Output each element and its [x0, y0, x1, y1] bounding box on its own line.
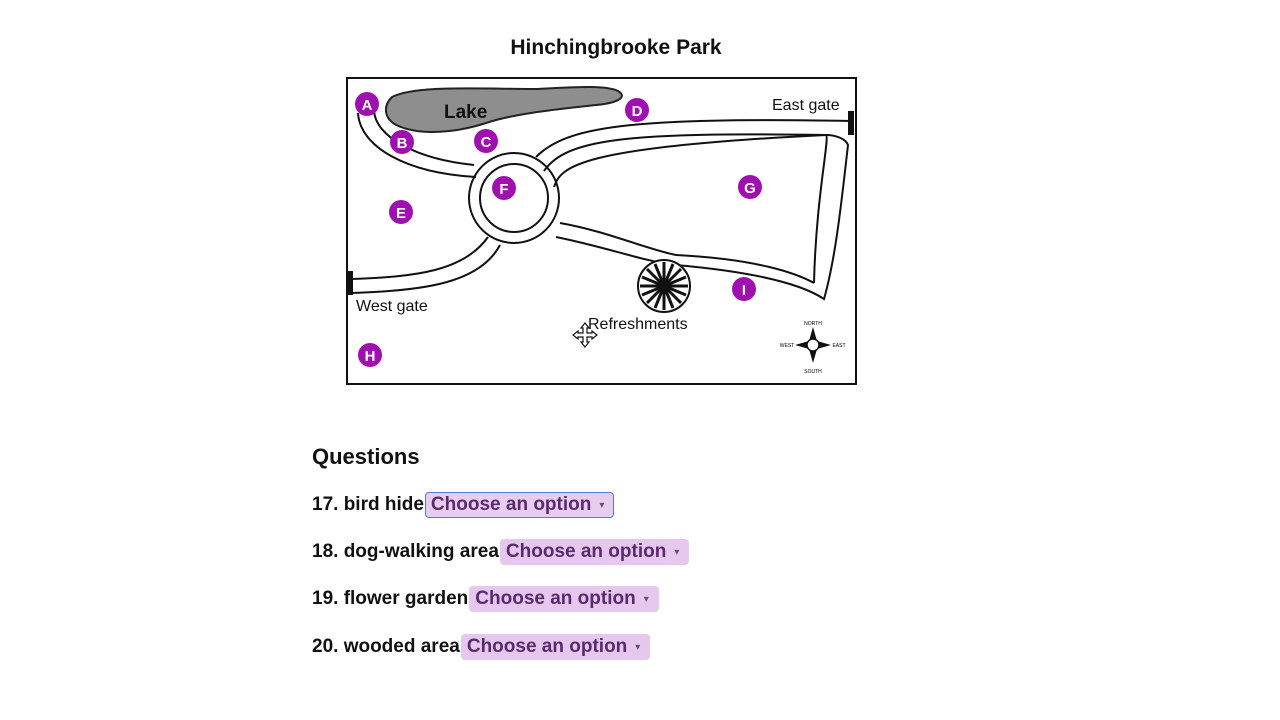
- chevron-down-icon: ▾: [599, 499, 605, 511]
- answer-select-17[interactable]: Choose an option ▾: [424, 492, 615, 518]
- west-gate-label: West gate: [356, 298, 428, 315]
- compass-south: SOUTH: [804, 369, 822, 375]
- west-gate-marker: [347, 271, 353, 295]
- question-20: 20. wooded area Choose an option ▾: [312, 634, 651, 660]
- marker-d: D: [625, 98, 649, 122]
- answer-select-20[interactable]: Choose an option ▾: [460, 634, 651, 660]
- svg-text:I: I: [742, 282, 746, 299]
- marker-h: H: [358, 343, 382, 367]
- lake-shape: [384, 86, 623, 133]
- compass-west: WEST: [780, 343, 794, 349]
- marker-a: A: [355, 92, 379, 116]
- svg-text:G: G: [744, 180, 756, 197]
- select-value: Choose an option: [475, 588, 636, 609]
- chevron-down-icon: ▾: [643, 593, 649, 605]
- question-19: 19. flower garden Choose an option ▾: [312, 586, 659, 612]
- move-cursor-icon: [572, 322, 598, 348]
- svg-text:H: H: [365, 348, 376, 365]
- svg-text:D: D: [632, 103, 643, 120]
- select-value: Choose an option: [466, 636, 628, 657]
- question-17: 17. bird hide Choose an option ▾: [312, 492, 615, 518]
- select-value: Choose an option: [505, 541, 667, 562]
- compass-east: EAST: [832, 343, 845, 349]
- east-gate-marker: [848, 111, 854, 135]
- marker-g: G: [738, 175, 762, 199]
- select-value: Choose an option: [430, 494, 592, 515]
- svg-text:E: E: [396, 205, 406, 222]
- question-label: 17. bird hide: [312, 494, 424, 515]
- chevron-down-icon: ▾: [674, 546, 680, 558]
- svg-text:F: F: [499, 181, 508, 198]
- question-label: 19. flower garden: [312, 588, 469, 609]
- map-markers: A B C D E F G H I: [355, 92, 762, 367]
- question-label: 18. dog-walking area: [312, 541, 499, 562]
- park-map-drawing: NORTH SOUTH EAST WEST Lake East gate Wes…: [346, 77, 857, 385]
- lake-label: Lake: [444, 102, 487, 123]
- east-gate-label: East gate: [772, 97, 840, 114]
- refreshments-icon: [637, 259, 691, 313]
- chevron-down-icon: ▾: [635, 641, 641, 653]
- compass-icon: NORTH SOUTH EAST WEST: [780, 321, 846, 375]
- compass-north: NORTH: [804, 321, 822, 327]
- marker-f: F: [492, 176, 516, 200]
- svg-text:B: B: [397, 135, 408, 152]
- question-label: 20. wooded area: [312, 636, 460, 657]
- question-18: 18. dog-walking area Choose an option ▾: [312, 539, 690, 565]
- marker-b: B: [390, 130, 414, 154]
- marker-e: E: [389, 200, 413, 224]
- svg-text:C: C: [481, 134, 492, 151]
- answer-select-19[interactable]: Choose an option ▾: [469, 586, 659, 612]
- park-paths: [349, 110, 852, 301]
- refreshments-label: Refreshments: [588, 316, 688, 333]
- marker-i: I: [732, 277, 756, 301]
- marker-c: C: [474, 129, 498, 153]
- svg-text:A: A: [362, 97, 373, 114]
- questions-heading: Questions: [312, 444, 420, 469]
- park-map: NORTH SOUTH EAST WEST Lake East gate Wes…: [346, 77, 857, 385]
- page-title: Hinchingbrooke Park: [510, 36, 722, 59]
- answer-select-18[interactable]: Choose an option ▾: [499, 539, 690, 565]
